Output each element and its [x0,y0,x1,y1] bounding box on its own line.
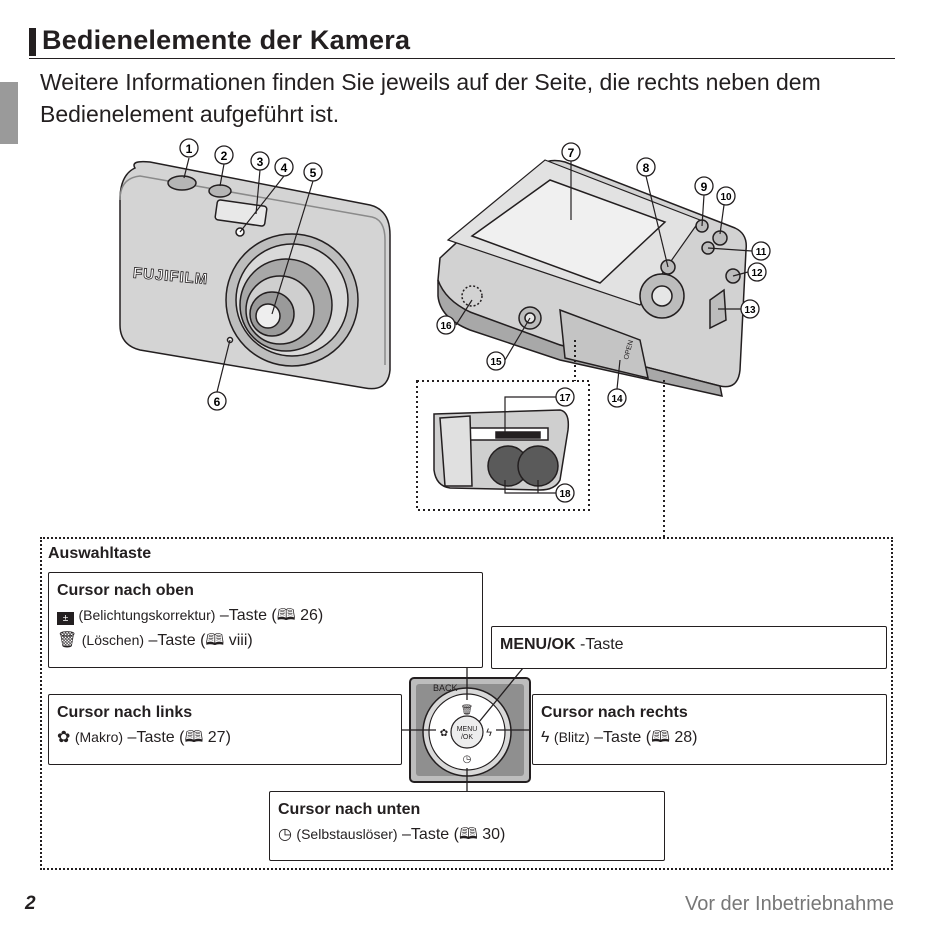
page-title: Bedienelemente der Kamera [42,25,411,55]
flash-icon: ϟ [541,729,550,746]
marker-12: 12 [747,262,767,282]
svg-text:11: 11 [756,247,767,258]
flash-icon: ϟ [486,727,492,739]
svg-text:1: 1 [186,142,193,156]
cursor-up-line-1: ± (Belichtungskorrektur) –Taste (🕮 26) [57,603,474,628]
title-bar-mark [29,28,36,56]
book-icon: 🕮 [276,607,296,624]
marker-5: 5 [303,162,323,182]
title-rule [29,58,895,59]
open-label: OPEN [623,340,635,361]
svg-text:5: 5 [310,166,317,180]
svg-text:18: 18 [559,489,571,500]
trash-icon: 🗑 [461,704,474,716]
page-number: 2 [25,893,36,914]
svg-text:7: 7 [568,146,575,160]
marker-6: 6 [207,391,227,411]
svg-text:3: 3 [257,155,264,169]
svg-text:6: 6 [214,395,221,409]
book-icon: 🕮 [651,729,670,746]
svg-text:16: 16 [440,321,452,332]
marker-11: 11 [751,241,771,261]
selector-section-title: Auswahltaste [48,545,152,562]
leader-lines [183,157,753,494]
macro-icon: ✿ [440,728,448,739]
svg-text:4: 4 [281,161,288,175]
svg-text:13: 13 [744,305,756,316]
svg-text:17: 17 [559,393,571,404]
timer-icon: ◷ [463,754,472,765]
cursor-left-heading: Cursor nach links [57,704,193,721]
camera-back [437,159,748,397]
svg-text:/OK: /OK [461,734,473,741]
trash-icon: 🗑 [57,632,78,649]
intro-text: Weitere Informationen finden Sie jeweils… [40,69,821,127]
cursor-right-heading: Cursor nach rechts [541,704,688,721]
cursor-up-line-2: 🗑 (Löschen) –Taste (🕮 viii) [57,632,253,649]
battery-compartment [433,409,570,491]
marker-10: 10 [716,186,736,206]
svg-text:12: 12 [751,268,763,279]
marker-13: 13 [740,299,760,319]
svg-text:10: 10 [720,192,732,203]
book-icon: 🕮 [205,632,225,649]
macro-icon: ✿ [57,729,71,746]
book-icon: 🕮 [184,729,204,746]
marker-4: 4 [274,157,294,177]
footer-section-title: Vor der Inbetriebnahme [684,893,894,915]
marker-7: 7 [561,142,581,162]
callout-cursor-right: Cursor nach rechts ϟ (Blitz) –Taste (🕮 2… [532,694,887,765]
selector-leaders [402,667,531,792]
svg-text:9: 9 [701,180,708,194]
callout-cursor-left: Cursor nach links ✿ (Makro) –Taste (🕮 27… [48,694,402,765]
chapter-tab [0,82,18,144]
marker-1: 1 [179,138,199,158]
menu-ok-heading: MENU/OK [500,636,576,653]
marker-14: 14 [607,388,627,408]
cursor-up-heading: Cursor nach oben [57,582,194,599]
callout-cursor-down: Cursor nach unten ◷ (Selbstauslöser) –Ta… [269,791,665,861]
self-timer-icon: ◷ [278,826,292,843]
exposure-compensation-icon: ± [57,612,74,625]
callout-menu-ok: MENU/OK -Taste [491,626,887,669]
back-label: BACK [433,683,458,693]
svg-text:MENU: MENU [457,726,478,733]
svg-text:8: 8 [643,161,650,175]
marker-15: 15 [486,351,506,371]
inset-frame [416,380,590,511]
callout-cursor-up: Cursor nach oben ± (Belichtungskorrektur… [48,572,483,668]
marker-2: 2 [214,145,234,165]
marker-18: 18 [555,483,575,503]
book-icon: 🕮 [458,826,478,843]
svg-text:2: 2 [221,149,228,163]
marker-16: 16 [436,315,456,335]
svg-text:14: 14 [611,394,623,405]
marker-3: 3 [250,151,270,171]
camera-front [119,160,391,390]
marker-17: 17 [555,387,575,407]
svg-text:15: 15 [490,357,502,368]
marker-8: 8 [636,157,656,177]
callout-numbers: 1 2 3 4 5 6 7 8 9 10 11 12 13 14 15 16 1… [179,138,771,503]
marker-9: 9 [694,176,714,196]
selector-section-frame [40,537,893,870]
cursor-down-heading: Cursor nach unten [278,801,421,818]
